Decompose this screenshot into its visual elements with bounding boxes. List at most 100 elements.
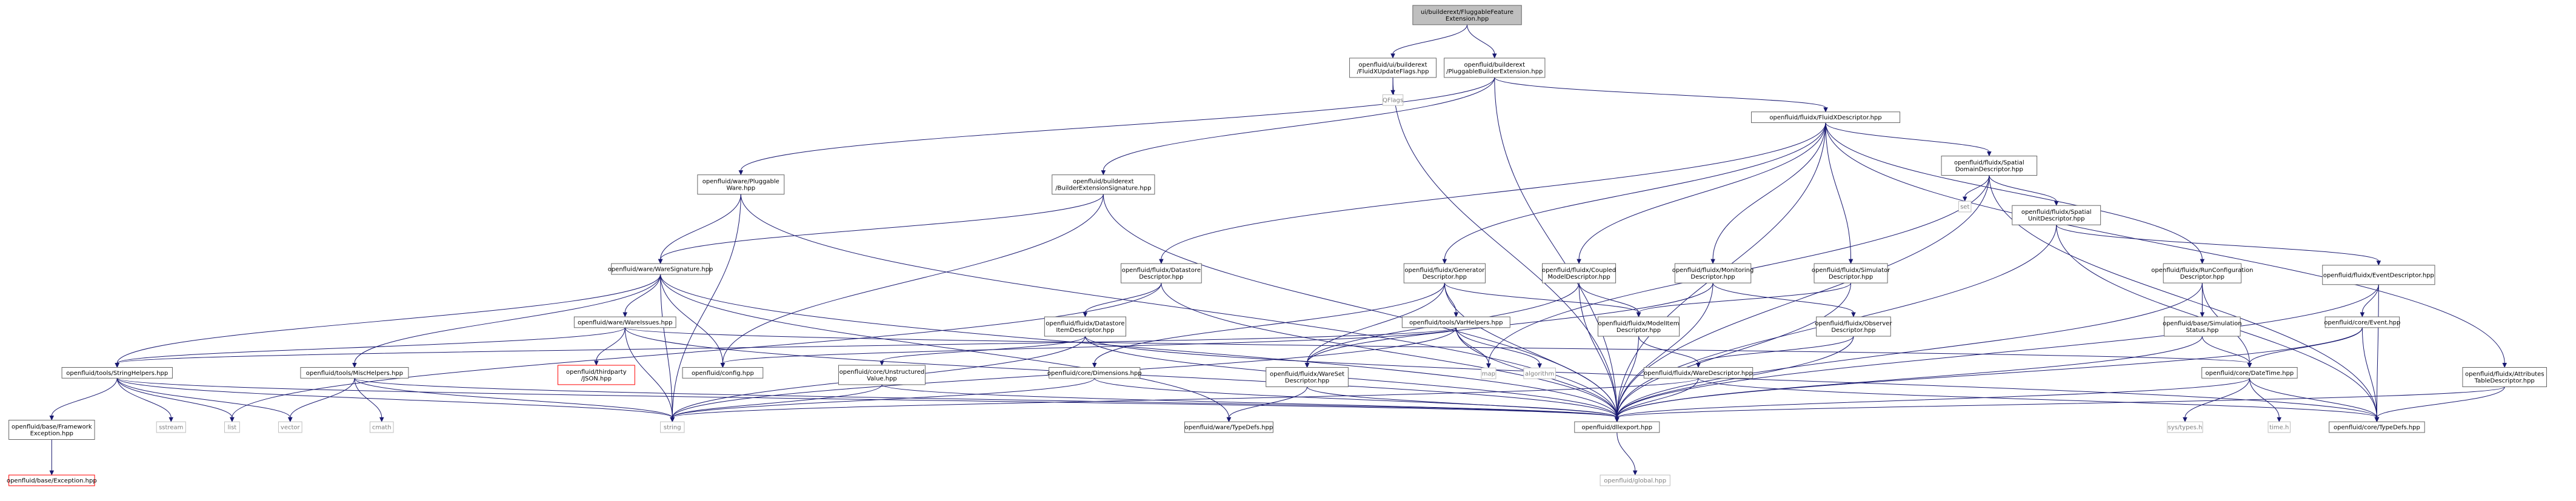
edge-fluidxdesc-to-generatordesc <box>1442 122 1826 264</box>
node-label: ui/builderext/FluggableFeature <box>1421 9 1513 16</box>
node-label: openfluid/builderext <box>1073 179 1134 185</box>
node-label: openfluid/fluidx/Simulator <box>1812 267 1890 274</box>
node-mischelpers[interactable]: openfluid/tools/MiscHelpers.hpp <box>300 367 409 379</box>
node-dimensions[interactable]: openfluid/core/Dimensions.hpp <box>1047 367 1142 379</box>
node-waredesc[interactable]: openfluid/fluidx/WareDescriptor.hpp <box>1643 367 1753 379</box>
edge-fluidxdesc-to-coupledmodel <box>1577 122 1826 264</box>
node-dllexport[interactable]: openfluid/dllexport.hpp <box>1574 421 1660 433</box>
node-global: openfluid/global.hpp <box>1600 474 1670 486</box>
node-wareissues[interactable]: openfluid/ware/WareIssues.hpp <box>573 316 676 328</box>
edge-coreevent-to-coretypedefs <box>2361 327 2380 422</box>
node-label: openfluid/core/Dimensions.hpp <box>1047 370 1142 377</box>
node-label: Descriptor.hpp <box>1690 274 1735 280</box>
edge-generatordesc-to-varhelpers <box>1444 283 1459 317</box>
node-label: openfluid/fluidx/WareDescriptor.hpp <box>1644 370 1753 377</box>
edge-waresig-to-wareissues <box>622 274 661 317</box>
node-coupledmodel[interactable]: openfluid/fluidx/CoupledModelDescriptor.… <box>1542 263 1616 284</box>
node-spatialunit[interactable]: openfluid/fluidx/SpatialUnitDescriptor.h… <box>2012 205 2101 225</box>
node-datetime[interactable]: openfluid/core/DateTime.hpp <box>2201 367 2298 379</box>
node-baseexception[interactable]: openfluid/base/Exception.hpp <box>7 474 97 486</box>
node-label: list <box>228 425 237 431</box>
node-label: /FluidXUpdateFlags.hpp <box>1357 68 1429 75</box>
node-label: openfluid/base/Simulation <box>2163 320 2242 327</box>
node-string: string <box>660 421 685 433</box>
edge-simulatordesc-to-dllexport <box>1614 283 1852 422</box>
node-vector: vector <box>278 421 302 433</box>
edge-datastoreitem-to-unstructured <box>879 336 1086 366</box>
edge-runconfig-to-dllexport <box>1614 283 2203 422</box>
node-label: algorithm <box>1525 371 1554 377</box>
edge-coupledmodel-to-modelitem <box>1578 283 1641 317</box>
node-label: openfluid/fluidx/RunConfiguration <box>2151 267 2253 274</box>
edge-fluidxdesc-to-simulatordesc <box>1825 122 1854 264</box>
edge-datetime-to-coretypedefs <box>2249 378 2380 422</box>
node-label: openfluid/builderext <box>1464 62 1525 68</box>
edge-fluidxdesc-to-runconfig <box>1825 122 2205 264</box>
edge-mischelpers-to-dllexport <box>354 377 1620 422</box>
node-label: openfluid/fluidx/Datastore <box>1046 320 1124 327</box>
node-attrtable[interactable]: openfluid/fluidx/AttributesTableDescript… <box>2462 367 2547 387</box>
node-label: openfluid/ware/Pluggable <box>702 179 779 185</box>
node-label: openfluid/fluidx/Spatial <box>2021 209 2092 216</box>
node-waresig[interactable]: openfluid/ware/WareSignature.hpp <box>608 263 713 275</box>
node-label: TableDescriptor.hpp <box>2474 377 2535 384</box>
edge-datetime-to-dllexport <box>1614 377 2250 422</box>
node-extsig[interactable]: openfluid/builderext/BuilderExtensionSig… <box>1052 174 1155 195</box>
edge-spatialdomain-to-spatialunit <box>1989 175 2059 206</box>
edge-stringhelpers-to-sstream <box>116 378 174 422</box>
node-runconfig[interactable]: openfluid/fluidx/RunConfigurationDescrip… <box>2151 263 2253 284</box>
edge-generatordesc-to-dimensions <box>1092 283 1445 368</box>
edge-spatialunit-to-eventdesc <box>2056 224 2381 266</box>
node-label: ItemDescriptor.hpp <box>1056 327 1114 334</box>
node-cmath: cmath <box>369 421 394 433</box>
edge-pluggableware-to-waresig <box>658 194 741 264</box>
dependency-nodes: ui/builderext/FluggableFeatureExtension.… <box>7 5 2547 486</box>
node-pluggableext[interactable]: openfluid/builderext/PluggableBuilderExt… <box>1444 58 1546 78</box>
edge-coupledmodel-to-dllexport <box>1578 283 1620 422</box>
node-label: Extension.hpp <box>1446 16 1489 22</box>
node-config[interactable]: openfluid/config.hpp <box>682 367 764 379</box>
node-label: Descriptor.hpp <box>1139 274 1183 280</box>
node-stringhelpers[interactable]: openfluid/tools/StringHelpers.hpp <box>61 367 173 379</box>
node-coreevent[interactable]: openfluid/core/Event.hpp <box>2324 316 2400 328</box>
node-label: openfluid/tools/StringHelpers.hpp <box>66 370 168 377</box>
edge-stringhelpers-to-list <box>116 378 235 422</box>
node-label: openfluid/fluidx/ModelItem <box>1598 320 1680 327</box>
edge-pluggableext-to-fluidxdesc <box>1494 77 1828 113</box>
edge-frameworkexc-to-baseexception <box>49 439 55 476</box>
node-fluidxupdate[interactable]: openfluid/ui/builderext/FluidXUpdateFlag… <box>1349 58 1436 78</box>
node-waretypedefs[interactable]: openfluid/ware/TypeDefs.hpp <box>1184 421 1273 433</box>
node-root[interactable]: ui/builderext/FluggableFeatureExtension.… <box>1412 5 1522 25</box>
node-thirdparty[interactable]: openfluid/thirdparty/JSON.hpp <box>557 365 635 385</box>
node-label: vector <box>281 425 301 431</box>
node-spatialdomain[interactable]: openfluid/fluidx/SpatialDomainDescriptor… <box>1941 156 2038 176</box>
node-label: Descriptor.hpp <box>1423 274 1467 280</box>
node-monitoring[interactable]: openfluid/fluidx/MonitoringDescriptor.hp… <box>1672 263 1754 284</box>
node-varhelpers[interactable]: openfluid/tools/VarHelpers.hpp <box>1401 316 1510 328</box>
node-label: openfluid/fluidx/Datastore <box>1122 267 1201 274</box>
edge-fluidxdesc-to-monitoring <box>1710 122 1826 264</box>
edge-unstructured-to-string <box>670 384 883 422</box>
node-label: openfluid/fluidx/Generator <box>1404 267 1485 274</box>
node-timeh: time.h <box>2267 421 2291 433</box>
edge-waresig-to-mischelpers <box>352 274 661 368</box>
node-fluidxdesc[interactable]: openfluid/fluidx/FluidXDescriptor.hpp <box>1750 111 1901 123</box>
node-coretypedefs[interactable]: openfluid/core/TypeDefs.hpp <box>2329 421 2425 433</box>
node-eventdesc[interactable]: openfluid/fluidx/EventDescriptor.hpp <box>2322 265 2435 285</box>
edge-eventdesc-to-coreevent <box>2360 284 2379 317</box>
edge-varhelpers-to-config <box>720 327 1457 368</box>
node-datastoreitem[interactable]: openfluid/fluidx/DatastoreItemDescriptor… <box>1044 316 1127 337</box>
edge-datetime-to-systypes <box>2183 378 2250 422</box>
edge-stringhelpers-to-frameworkexc <box>49 378 118 421</box>
